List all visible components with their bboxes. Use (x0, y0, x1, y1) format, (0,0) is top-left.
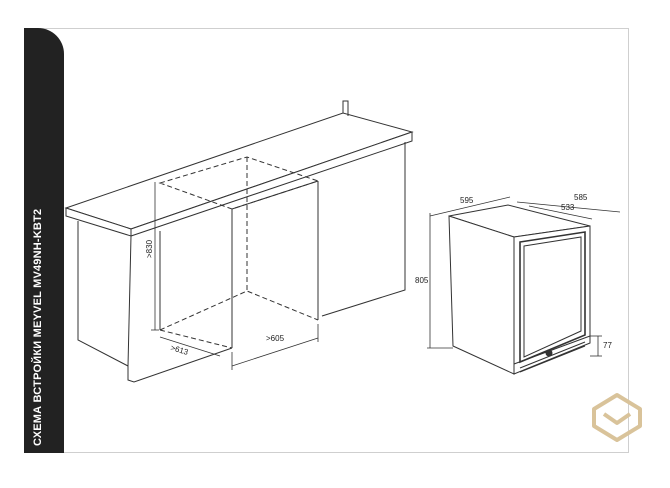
cabinet-height-label: >830 (145, 239, 154, 258)
cabinet-dimension-lines (151, 182, 319, 370)
fridge-depth-total-label: 585 (574, 193, 588, 202)
fridge-base-label: 77 (603, 341, 612, 350)
fridge-width-label: 595 (460, 196, 474, 205)
meyvel-logo-icon (592, 393, 642, 442)
sidebar (24, 28, 64, 453)
niche-outline (158, 156, 320, 349)
fridge-dimension-lines (427, 196, 621, 357)
countertop (64, 100, 414, 237)
fridge-depth-body-label: 533 (561, 203, 575, 212)
fridge (448, 204, 591, 375)
cabinet-width-label: >605 (266, 334, 285, 343)
fridge-height-label: 805 (415, 276, 429, 285)
